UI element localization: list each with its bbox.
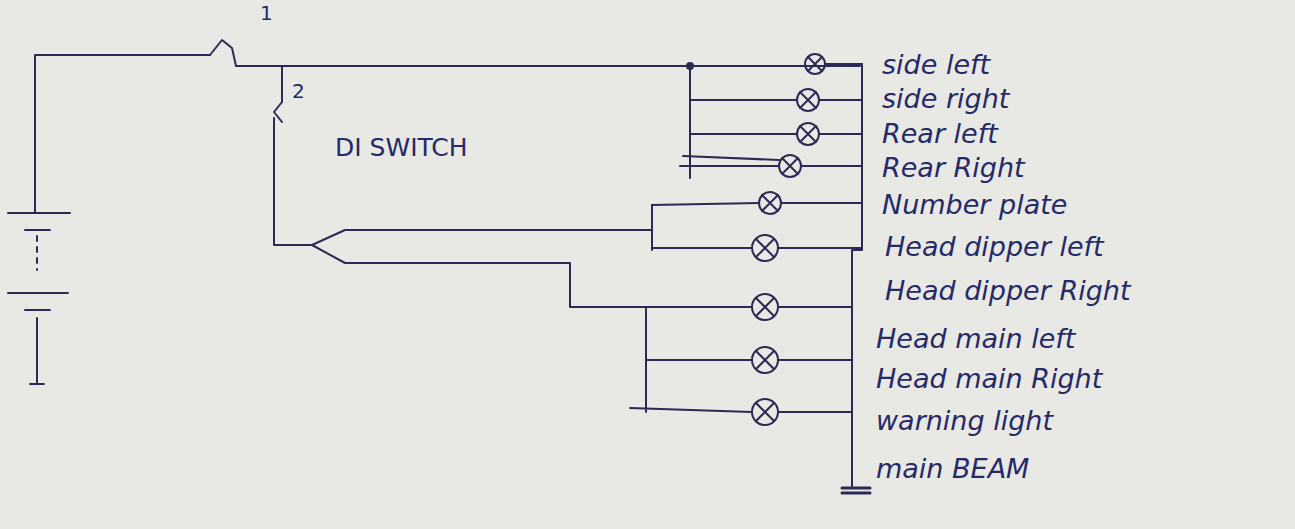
lamp-symbol bbox=[752, 54, 825, 425]
lamp-label: warning light bbox=[876, 404, 1053, 438]
lamp-label: Rear left bbox=[882, 117, 998, 151]
dip-switch-symbol bbox=[312, 230, 652, 307]
callout-number: 2 bbox=[292, 78, 305, 104]
lamp-label: side right bbox=[882, 82, 1009, 116]
bus-wire bbox=[630, 63, 797, 412]
ground-symbol bbox=[842, 488, 870, 493]
return-wire bbox=[778, 64, 862, 488]
lamp-label: Head dipper left bbox=[885, 230, 1104, 264]
lamp-label: Number plate bbox=[882, 188, 1067, 222]
switch-symbol bbox=[210, 40, 860, 66]
lamp-label: main BEAM bbox=[876, 452, 1029, 486]
lamp-label: Head dipper Right bbox=[885, 274, 1131, 308]
callout-number: 1 bbox=[260, 0, 273, 26]
lamp-label: Head main left bbox=[876, 322, 1075, 356]
lamp-label: Rear Right bbox=[882, 151, 1025, 185]
lamp-label: Head main Right bbox=[876, 362, 1102, 396]
battery-symbol bbox=[8, 55, 210, 384]
switch-symbol bbox=[274, 66, 312, 245]
lamp-label: side left bbox=[882, 48, 990, 82]
switch-label: DI SWITCH bbox=[335, 132, 468, 163]
